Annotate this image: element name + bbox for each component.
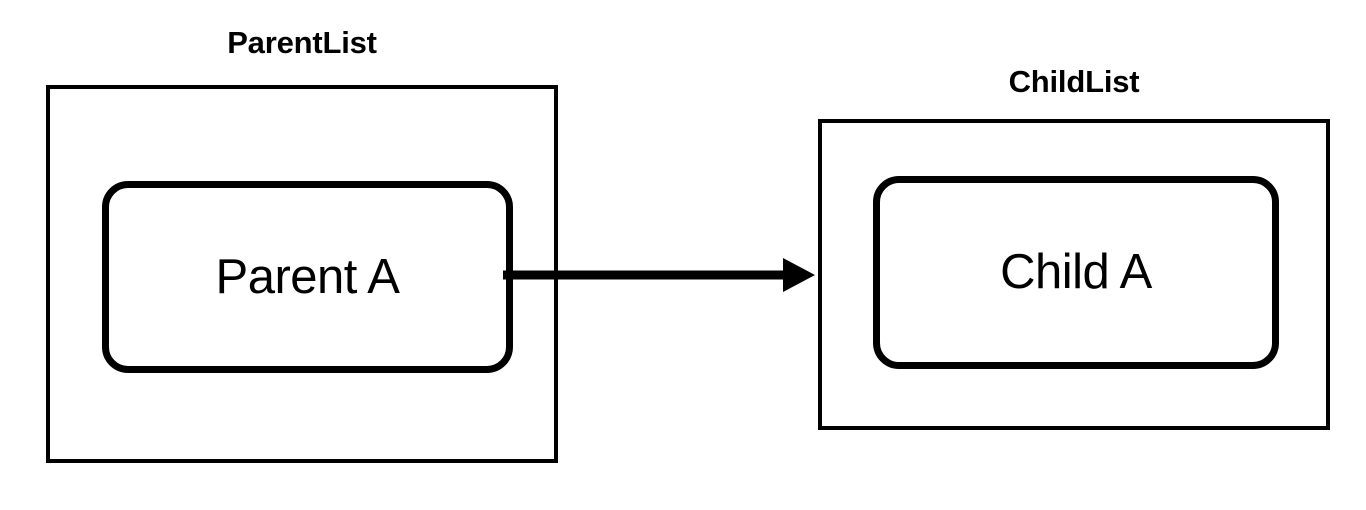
- parentlist-group-title: ParentList: [227, 25, 377, 60]
- node-parent-a[interactable]: Parent A: [102, 181, 513, 373]
- node-child-a[interactable]: Child A: [873, 176, 1279, 369]
- parentlist-group-box: Parent A: [46, 85, 558, 463]
- node-parent-a-label: Parent A: [215, 249, 400, 304]
- arrow-parent-a-to-child-a-icon: [503, 258, 815, 292]
- childlist-group-box: Child A: [818, 119, 1330, 430]
- node-child-a-label: Child A: [1000, 245, 1152, 299]
- arrow-head: [783, 258, 815, 292]
- childlist-group-title: ChildList: [1008, 64, 1140, 99]
